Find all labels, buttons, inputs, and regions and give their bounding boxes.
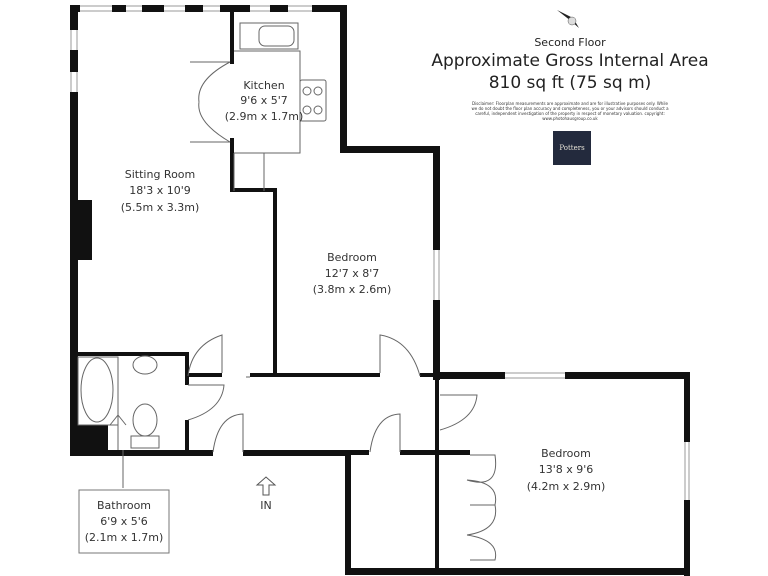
chimney-breast xyxy=(70,200,92,260)
door-bedroom2 xyxy=(439,394,478,431)
kitchen-doors xyxy=(190,61,231,143)
windows xyxy=(70,5,690,500)
entrance-arrow-icon xyxy=(255,476,277,496)
bedroom2-imperial: 13'8 x 9'6 xyxy=(539,463,594,476)
sitting-imperial: 18'3 x 10'9 xyxy=(129,184,191,197)
door-bathroom xyxy=(187,384,225,421)
bedroom2-metric: (4.2m x 2.9m) xyxy=(527,480,606,493)
bath xyxy=(77,356,119,426)
kitchen-imperial: 9'6 x 5'7 xyxy=(240,94,288,107)
bedroom1-metric: (3.8m x 2.6m) xyxy=(313,283,392,296)
door-bedroom1 xyxy=(379,334,421,377)
door-sitting xyxy=(187,334,250,378)
fixtures xyxy=(77,22,497,561)
sitting-name: Sitting Room xyxy=(125,168,196,181)
hob xyxy=(299,79,327,122)
north-arrow-icon xyxy=(557,10,579,28)
kitchen-metric: (2.9m x 1.7m) xyxy=(225,110,304,123)
entrance-label: IN xyxy=(260,499,271,512)
potters-logo: Potters xyxy=(553,131,591,165)
area-title: Approximate Gross Internal Area xyxy=(431,51,709,71)
bedroom1-imperial: 12'7 x 8'7 xyxy=(325,267,380,280)
bathroom-label-box xyxy=(78,489,170,554)
bedroom2-name: Bedroom xyxy=(541,447,591,460)
walls xyxy=(70,5,690,576)
disclaimer: Disclaimer: Floorplan measurements are a… xyxy=(471,101,669,121)
door-entrance xyxy=(212,413,244,453)
wardrobe-doors xyxy=(466,454,497,561)
bedroom1-name: Bedroom xyxy=(327,251,377,264)
sink xyxy=(239,22,299,50)
bathroom-imperial: 6'9 x 5'6 xyxy=(100,515,148,528)
sitting-metric: (5.5m x 3.3m) xyxy=(121,201,200,214)
floor-label: Second Floor xyxy=(534,36,606,49)
area-value: 810 sq ft (75 sq m) xyxy=(488,73,652,93)
logo-text: Potters xyxy=(559,144,585,152)
door-closet xyxy=(369,413,401,453)
basin xyxy=(132,355,158,375)
bathroom-name: Bathroom xyxy=(97,499,151,512)
bathroom-metric: (2.1m x 1.7m) xyxy=(85,531,164,544)
room-labels: Kitchen 9'6 x 5'7 (2.9m x 1.7m) Sitting … xyxy=(85,79,606,544)
kitchen-name: Kitchen xyxy=(243,79,284,92)
toilet xyxy=(132,403,158,437)
